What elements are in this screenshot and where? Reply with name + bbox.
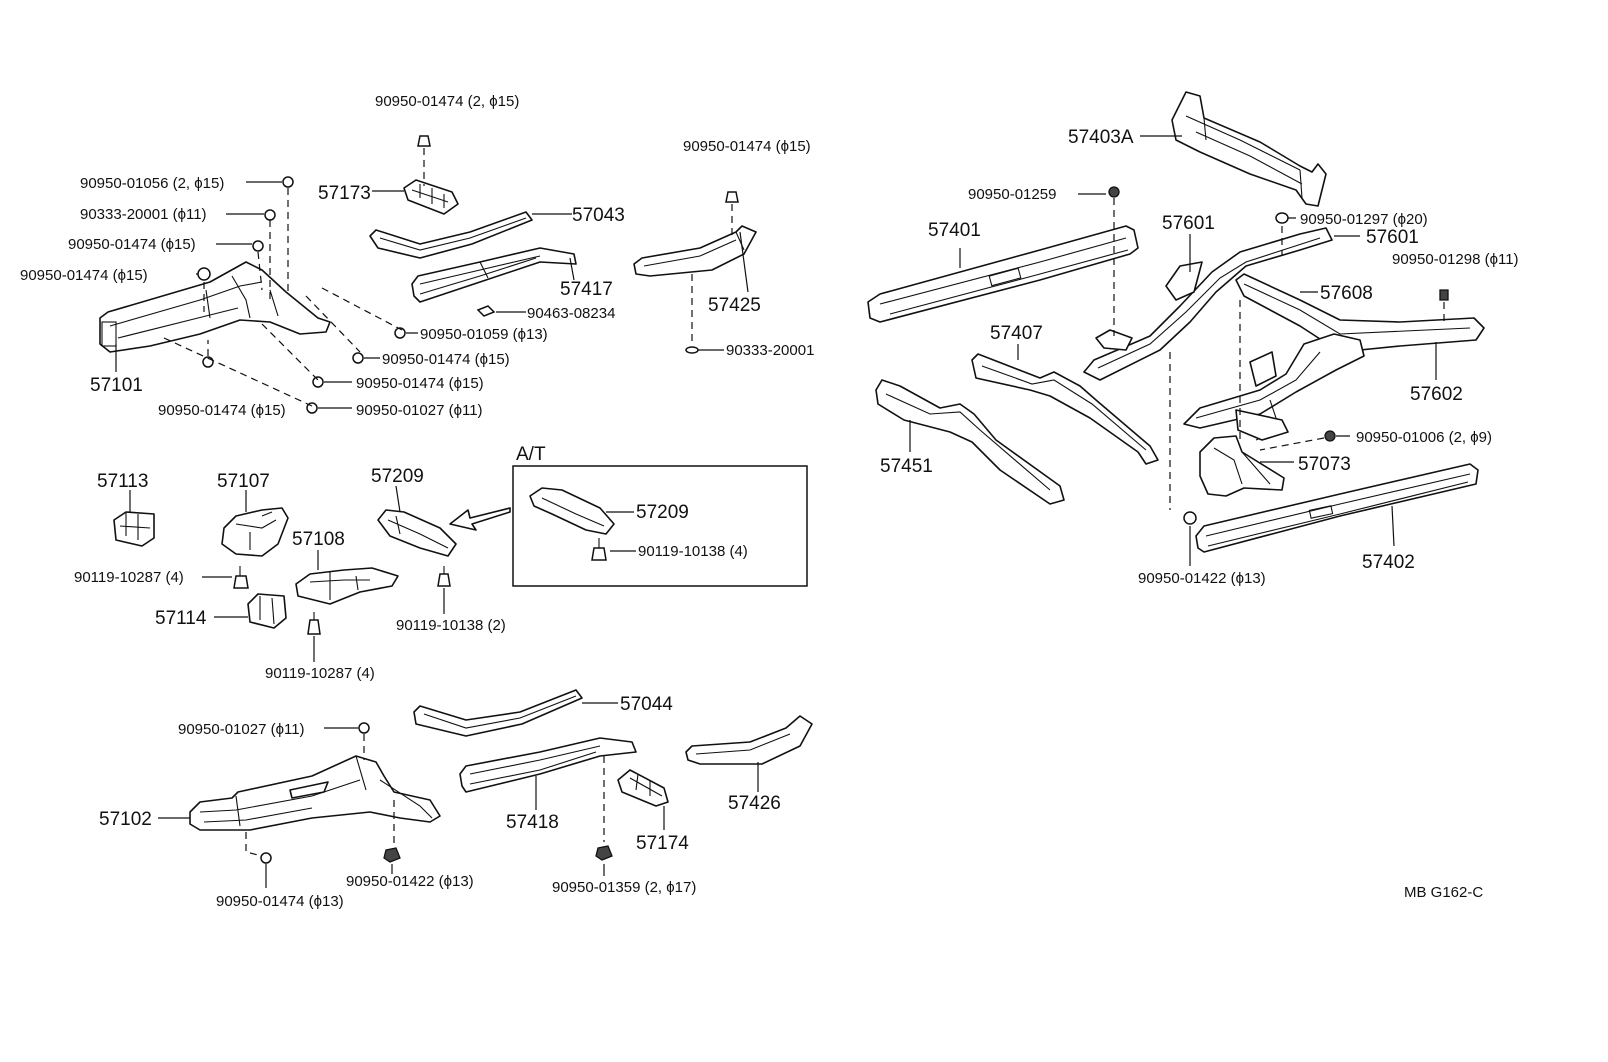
label-90950-01422-13-b: 90950-01422 (ϕ13) (346, 873, 474, 890)
label-90950-01297: 90950-01297 (ϕ20) (1300, 211, 1428, 228)
label-57451: 57451 (880, 456, 933, 477)
label-57173: 57173 (318, 183, 371, 204)
label-90950-01474-15-f: 90950-01474 (ϕ15) (683, 138, 811, 155)
label-90950-01474-15-d: 90950-01474 (ϕ15) (356, 375, 484, 392)
arrow-at-inset (449, 507, 511, 531)
label-90950-01059: 90950-01059 (ϕ13) (420, 326, 548, 343)
label-at-title: A/T (516, 444, 546, 465)
label-90950-01422-13-a: 90950-01422 (ϕ13) (1138, 570, 1266, 587)
part-57426-member (685, 715, 813, 765)
part-57174-bracket (617, 769, 669, 807)
label-57601-a: 57601 (1162, 213, 1215, 234)
label-57107: 57107 (217, 471, 270, 492)
part-57417-member (411, 247, 577, 303)
fasteners-top-right (1108, 186, 1449, 525)
part-57043-member (369, 211, 533, 259)
footer-code: MB G162-C (1404, 884, 1483, 901)
label-90950-01006: 90950-01006 (2, ϕ9) (1356, 429, 1492, 446)
label-90119-10138-4: 90119-10138 (4) (638, 543, 748, 560)
label-57102: 57102 (99, 809, 152, 830)
label-90119-10287-4-b: 90119-10287 (4) (265, 665, 375, 682)
label-57209-b: 57209 (636, 502, 689, 523)
label-57209-a: 57209 (371, 466, 424, 487)
label-57401: 57401 (928, 220, 981, 241)
part-57601-frame (1083, 227, 1333, 381)
part-57073-bracket (1199, 435, 1285, 497)
part-57402-rocker (1195, 463, 1479, 553)
label-57101: 57101 (90, 375, 143, 396)
label-90950-01474-15-a: 90950-01474 (ϕ15) (68, 236, 196, 253)
fasteners-mid-left (233, 566, 451, 635)
leaders-bottom (158, 702, 759, 888)
label-90950-01474-13: 90950-01474 (ϕ13) (216, 893, 344, 910)
label-57073: 57073 (1298, 454, 1351, 475)
label-57418: 57418 (506, 812, 559, 833)
part-57401-rocker (867, 225, 1139, 323)
labels: 90950-01474 (2, ϕ15) 90950-01056 (2, ϕ15… (20, 93, 1519, 910)
part-57108-mount (295, 567, 399, 605)
label-57114: 57114 (155, 608, 207, 629)
part-57407-crossmember (971, 353, 1159, 465)
dashed-guides-top-right (1113, 198, 1445, 510)
label-57425: 57425 (708, 295, 761, 316)
label-90950-01474-2-15: 90950-01474 (2, ϕ15) (375, 93, 519, 110)
label-57402: 57402 (1362, 552, 1415, 573)
label-57174: 57174 (636, 833, 689, 854)
label-57417: 57417 (560, 279, 613, 300)
label-90333-20001-11: 90333-20001 (ϕ11) (80, 206, 207, 223)
label-57043: 57043 (572, 205, 625, 226)
fasteners-top-left (197, 135, 739, 414)
label-57608: 57608 (1320, 283, 1373, 304)
part-57425-member (633, 225, 757, 277)
label-57403A: 57403A (1068, 127, 1134, 148)
part-57608-frame (1235, 273, 1485, 353)
label-90950-01259: 90950-01259 (968, 186, 1056, 203)
part-57602-frame (1183, 333, 1365, 441)
part-57044-member (413, 689, 583, 737)
label-57601-b: 57601 (1366, 227, 1419, 248)
label-90119-10138-2: 90119-10138 (2) (396, 617, 506, 634)
part-57101-front-side-member (99, 261, 331, 353)
part-57209-mount (377, 509, 457, 557)
label-90950-01027-11-b: 90950-01027 (ϕ11) (178, 721, 305, 738)
label-90463-08234: 90463-08234 (527, 305, 615, 322)
at-inset-box (512, 465, 808, 587)
leaders-mid-left (129, 485, 445, 662)
label-57108: 57108 (292, 529, 345, 550)
label-57602: 57602 (1410, 384, 1463, 405)
part-57173-bracket (403, 179, 459, 215)
label-57426: 57426 (728, 793, 781, 814)
leaders-top-left (115, 181, 749, 409)
dashed-guides-bottom (245, 734, 605, 857)
part-57107-mount (221, 507, 289, 557)
leaders-top-right (909, 135, 1437, 566)
label-90119-10287-4-a: 90119-10287 (4) (74, 569, 184, 586)
part-57403A-crossmember (1171, 91, 1327, 207)
fasteners-bottom (260, 722, 613, 864)
label-90950-01474-15-b: 90950-01474 (ϕ15) (20, 267, 148, 284)
part-57113-bracket (113, 511, 155, 547)
part-57102-front-side-member (189, 755, 441, 831)
label-90950-01027-11-a: 90950-01027 (ϕ11) (356, 402, 483, 419)
label-90950-01474-15-e: 90950-01474 (ϕ15) (158, 402, 286, 419)
dashed-guides-top-left (163, 148, 733, 407)
part-57114-bracket (247, 593, 287, 629)
label-57113: 57113 (97, 471, 148, 492)
label-90950-01359: 90950-01359 (2, ϕ17) (552, 879, 696, 896)
label-90950-01474-15-c: 90950-01474 (ϕ15) (382, 351, 510, 368)
label-57407: 57407 (990, 323, 1043, 344)
label-57044: 57044 (620, 694, 673, 715)
label-90950-01298: 90950-01298 (ϕ11) (1392, 251, 1519, 268)
label-90950-01056: 90950-01056 (2, ϕ15) (80, 175, 224, 192)
part-57451-crossmember (875, 379, 1065, 505)
part-57418-member (459, 737, 637, 793)
label-90333-20001: 90333-20001 (726, 342, 814, 359)
